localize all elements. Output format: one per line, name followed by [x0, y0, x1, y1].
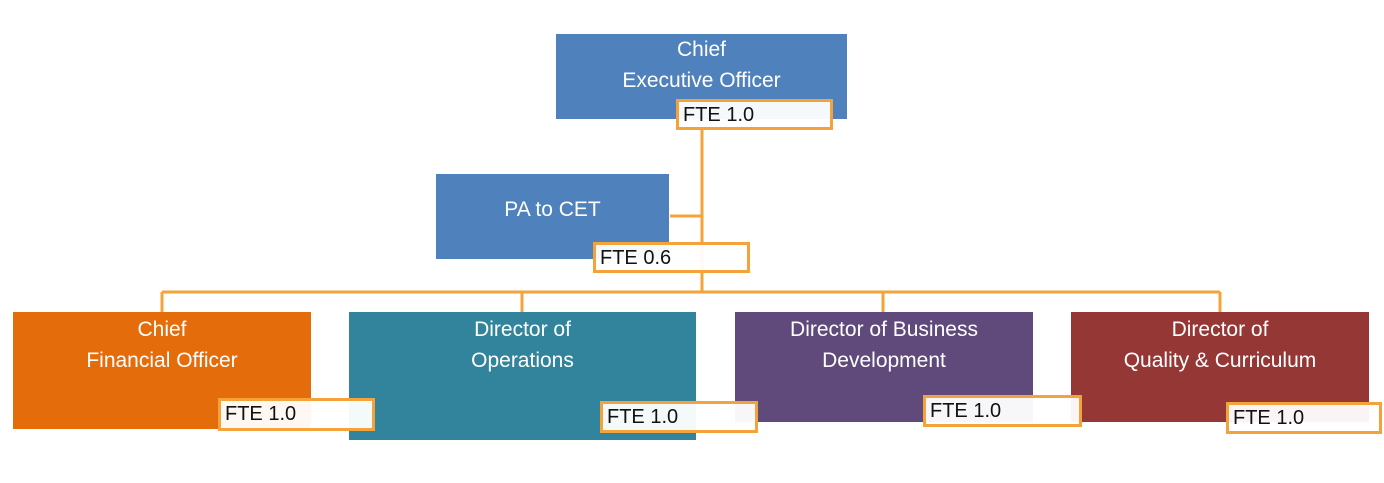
cfo-title-line2: Financial Officer — [86, 349, 238, 372]
operations-fte-label: FTE 1.0 — [600, 401, 758, 433]
cfo-fte-label: FTE 1.0 — [218, 398, 375, 431]
business-fte-label: FTE 1.0 — [923, 395, 1082, 427]
business-title-line2: Development — [822, 349, 946, 372]
cfo-title-line1: Chief — [137, 318, 187, 341]
quality-title-line2: Quality & Curriculum — [1123, 349, 1317, 372]
quality-title-line1: Director of — [1171, 318, 1269, 341]
pa-fte-label: FTE 0.6 — [593, 242, 750, 273]
operations-title-line2: Operations — [471, 349, 574, 372]
business-title-line1: Director of Business — [790, 318, 978, 341]
ceo-title-line2: Executive Officer — [622, 69, 781, 92]
quality-fte-label: FTE 1.0 — [1226, 402, 1382, 434]
ceo-fte-label: FTE 1.0 — [676, 99, 833, 130]
pa-title: PA to CET — [504, 198, 601, 221]
ceo-title-line1: Chief — [676, 38, 727, 61]
operations-title-line1: Director of — [474, 318, 571, 341]
